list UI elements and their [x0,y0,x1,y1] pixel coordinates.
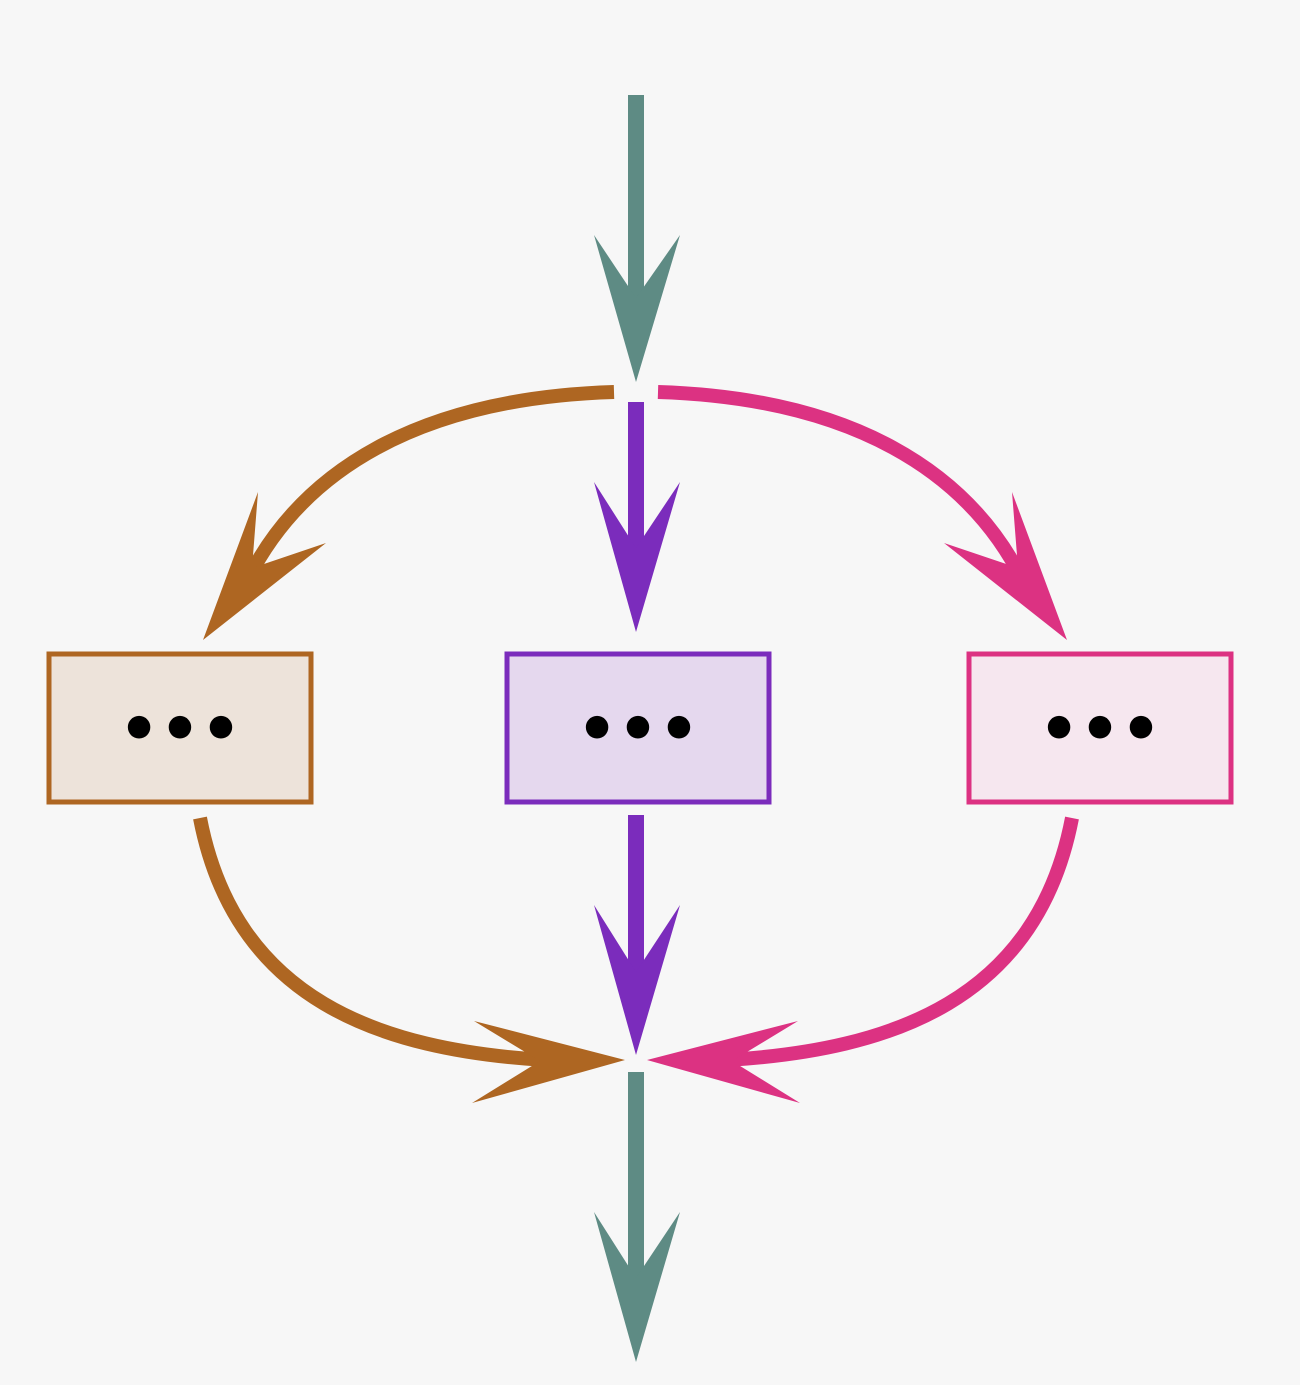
incoming-flow-arrowhead [594,235,680,382]
left-branch-out-curve [193,816,546,1067]
middle-node: ••• [504,651,772,805]
right-branch-out-arrow [647,816,1079,1103]
left-node: ••• [46,651,314,805]
right-branch-in-arrowhead [944,492,1067,640]
middle-branch-out-arrowhead [594,905,680,1055]
left-branch-out-arrow [193,816,625,1103]
middle-branch-in-arrow [594,402,680,632]
right-node: ••• [966,651,1234,805]
middle-node-label: ••• [577,693,700,767]
right-branch-out-curve [726,816,1079,1067]
outgoing-flow-arrowhead [594,1212,680,1362]
left-branch-out-arrowhead [472,1021,625,1103]
middle-branch-out-arrow [594,815,680,1055]
right-node-label: ••• [1039,693,1162,767]
incoming-flow-arrow [594,95,680,382]
left-node-box [46,651,314,805]
right-node-box [966,651,1234,805]
right-branch-in-arrow [657,385,1067,640]
right-branch-in-curve [657,385,1032,589]
left-branch-in-arrow [203,385,615,640]
middle-node-box [504,651,772,805]
left-branch-in-arrowhead [203,492,326,640]
left-node-label: ••• [119,693,242,767]
middle-branch-in-arrowhead [594,482,680,632]
outgoing-flow-arrow [594,1072,680,1362]
right-branch-out-arrowhead [647,1021,800,1103]
left-branch-in-curve [238,385,615,589]
